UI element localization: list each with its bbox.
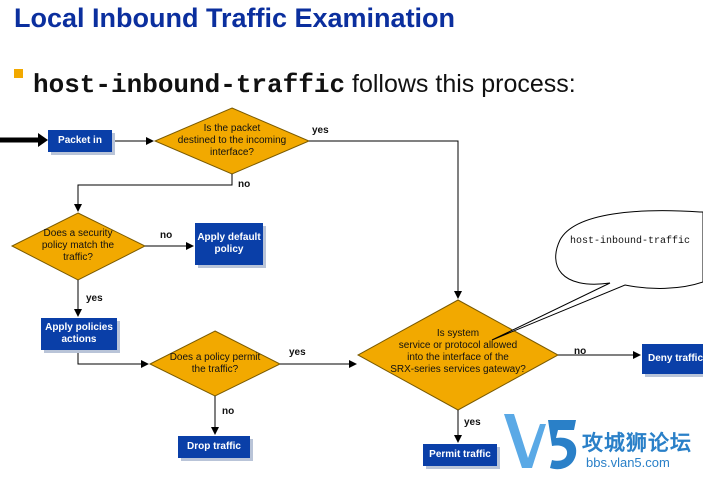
apply-default-line2: policy (214, 244, 244, 255)
d4-line1: Is system (436, 328, 480, 339)
d2-line1: Does a security (43, 228, 113, 239)
d4-text: Is system service or protocol allowed in… (383, 322, 533, 382)
subtitle-code: host-inbound-traffic (33, 70, 346, 100)
connector-d1-yes (309, 140, 462, 299)
incoming-arrowhead (38, 133, 48, 147)
watermark-url: bbs.vlan5.com (586, 455, 670, 470)
label-d3-yes: yes (289, 347, 306, 358)
drop-traffic-box: Drop traffic (178, 436, 250, 458)
connector-d1-no (74, 174, 233, 212)
label-d2-yes: yes (86, 293, 103, 304)
d4-line3: into the interface of the (407, 352, 509, 363)
slide-subtitle: host-inbound-traffic follows this proces… (33, 70, 576, 100)
apply-default-line1: Apply default (197, 232, 261, 243)
label-d4-yes: yes (464, 417, 481, 428)
d2-line3: traffic? (63, 252, 93, 263)
d3-line2: the traffic? (191, 364, 239, 375)
apply-policies-line1: Apply policies (45, 322, 113, 333)
label-d4-no: no (574, 346, 587, 357)
bullet-icon (14, 69, 23, 78)
deny-traffic-box: Deny traffic (642, 344, 703, 374)
packet-in-box: Packet in (48, 130, 112, 152)
v5-logo-icon (504, 414, 577, 470)
d1-line2: destined to the incoming (177, 135, 287, 146)
d4-line4: SRX-series services gateway? (390, 364, 526, 375)
label-d1-no: no (238, 179, 251, 190)
callout-text: host-inbound-traffic (570, 236, 691, 247)
label-d1-yes: yes (312, 125, 329, 136)
label-d3-no: no (222, 406, 235, 417)
slide-title: Local Inbound Traffic Examination (14, 3, 456, 33)
d2-line2: policy match the (41, 240, 115, 251)
subtitle-rest: follows this process: (345, 70, 576, 98)
permit-traffic-box: Permit traffic (423, 444, 497, 466)
d1-line1: Is the packet (203, 123, 261, 134)
d3-line1: Does a policy permit (169, 352, 261, 363)
d4-line2: service or protocol allowed (398, 340, 518, 351)
watermark-chinese: 攻城狮论坛 (582, 432, 692, 455)
callout-bubble (491, 210, 703, 341)
d1-line3: interface? (210, 147, 254, 158)
d1-text: Is the packet destined to the incoming i… (172, 117, 292, 165)
connector-apply-to-d3 (77, 351, 149, 368)
apply-policies-actions-box: Apply policies actions (41, 318, 117, 350)
apply-policies-line2: actions (61, 334, 97, 345)
label-d2-no: no (160, 230, 173, 241)
apply-default-policy-box: Apply default policy (195, 223, 263, 265)
d2-text: Does a security policy match the traffic… (28, 222, 128, 270)
d3-text: Does a policy permit the traffic? (160, 347, 270, 381)
